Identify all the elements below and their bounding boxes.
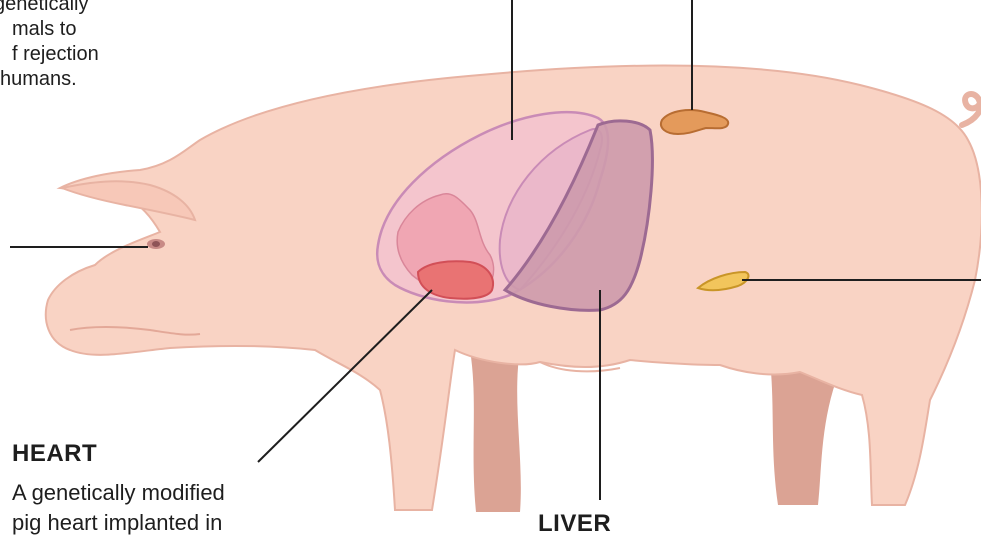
intro-line: mals to (0, 17, 169, 42)
pig-eye-pupil (152, 241, 160, 247)
heart-title: HEART (12, 440, 97, 468)
intro-line: genetically (0, 0, 169, 17)
intro-text: genetically mals to f rejection humans. (0, 0, 169, 92)
intro-line: humans. (0, 67, 169, 92)
heart-line: A genetically modified (12, 478, 332, 508)
intro-line: f rejection (0, 42, 169, 67)
pig-front-leg-far (470, 350, 521, 512)
liver-title: LIVER (538, 510, 611, 538)
heart-description: A genetically modified pig heart implant… (12, 478, 332, 538)
pig-tail (962, 94, 981, 125)
heart-line: pig heart implanted in (12, 508, 332, 538)
